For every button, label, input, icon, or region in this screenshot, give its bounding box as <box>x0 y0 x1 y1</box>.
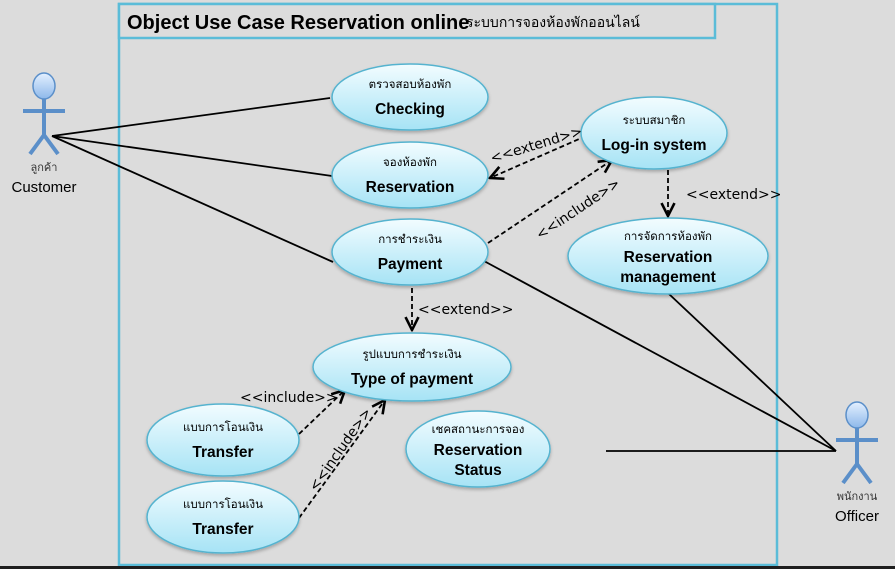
use-case-label: Reservation <box>434 442 523 459</box>
use-case-thai-label: การชำระเงิน <box>378 232 442 246</box>
use-case-checking[interactable]: ตรวจสอบห้องพัก Checking <box>331 63 489 131</box>
use-case-label: Reservation <box>624 249 713 266</box>
use-case-transfer1[interactable]: แบบการโอนเงิน Transfer <box>146 403 300 477</box>
dependency-login-reservation <box>490 135 587 178</box>
actor-head-icon <box>845 401 869 429</box>
stereotype-label: <<include>> <box>306 405 375 494</box>
use-case-label: Checking <box>375 101 445 118</box>
use-case-label: management <box>620 269 716 286</box>
use-case-login[interactable]: ระบบสมาชิก Log-in system <box>580 96 728 170</box>
dependency-transfer2-type_payment <box>298 400 385 519</box>
actor-officer[interactable]: พนักงาน Officer <box>835 401 879 525</box>
use-case-label: Log-in system <box>601 137 706 154</box>
use-case-ellipse <box>146 480 300 554</box>
title-box <box>117 2 717 40</box>
use-case-thai-label: การจัดการห้องพัก <box>624 229 712 243</box>
use-case-ellipse <box>405 410 551 488</box>
actor-customer[interactable]: ลูกค้า Customer <box>11 72 77 196</box>
actor-leg-icon <box>841 462 859 485</box>
use-case-type_payment[interactable]: รูปแบบการชำระเงิน Type of payment <box>312 332 512 402</box>
dependency-payment-login <box>487 160 612 244</box>
actor-thai-label: พนักงาน <box>837 490 878 503</box>
actor-leg-icon <box>855 462 873 485</box>
bottom-strip <box>0 566 895 569</box>
dependency-transfer1-type_payment <box>298 390 345 435</box>
use-case-ellipse <box>312 332 512 402</box>
use-case-res_mgmt[interactable]: การจัดการห้องพัก Reservation management <box>567 217 769 295</box>
use-case-label: Reservation <box>366 179 455 196</box>
use-case-thai-label: รูปแบบการชำระเงิน <box>362 347 461 361</box>
association-officer-res_mgmt <box>668 293 837 452</box>
use-case-ellipse <box>331 63 489 131</box>
actor-thai-label: ลูกค้า <box>31 161 58 174</box>
stereotype-label: <<extend>> <box>488 124 584 167</box>
use-case-ellipse <box>567 217 769 295</box>
association-customer-reservation <box>51 135 333 177</box>
actor-label: Officer <box>835 508 879 525</box>
diagram-title-thai: ระบบการจองห้องพักออนไลน์ <box>466 14 640 31</box>
use-case-thai-label: ตรวจสอบห้องพัก <box>369 77 452 91</box>
use-case-ellipse <box>331 141 489 209</box>
use-case-thai-label: จองห้องพัก <box>383 155 437 169</box>
use-case-ellipse <box>580 96 728 170</box>
use-case-ellipse <box>146 403 300 477</box>
use-case-label: Type of payment <box>351 371 473 388</box>
diagram-title: Object Use Case Reservation online <box>127 12 469 34</box>
actor-leg-icon <box>28 133 46 156</box>
stereotype-label: <<extend>> <box>418 302 513 318</box>
use-case-payment[interactable]: การชำระเงิน Payment <box>331 218 489 286</box>
use-case-thai-label: แบบการโอนเงิน <box>183 420 263 434</box>
use-case-thai-label: แบบการโอนเงิน <box>183 497 263 511</box>
actor-label: Customer <box>11 179 76 196</box>
use-case-ellipse <box>331 218 489 286</box>
use-case-label: Payment <box>378 256 443 273</box>
actor-leg-icon <box>42 133 60 156</box>
use-case-reservation[interactable]: จองห้องพัก Reservation <box>331 141 489 209</box>
use-case-transfer2[interactable]: แบบการโอนเงิน Transfer <box>146 480 300 554</box>
use-case-label: Status <box>454 462 501 479</box>
use-case-label: Transfer <box>192 521 253 538</box>
use-case-thai-label: ระบบสมาชิก <box>623 113 686 127</box>
actor-head-icon <box>32 72 56 100</box>
association-officer-payment <box>483 260 837 452</box>
association-customer-payment <box>51 135 334 263</box>
stereotype-label: <<include>> <box>240 390 338 406</box>
association-customer-checking <box>51 97 331 137</box>
use-case-thai-label: เชคสถานะการจอง <box>432 422 525 436</box>
stereotype-label: <<extend>> <box>686 187 781 203</box>
use-case-label: Transfer <box>192 444 253 461</box>
